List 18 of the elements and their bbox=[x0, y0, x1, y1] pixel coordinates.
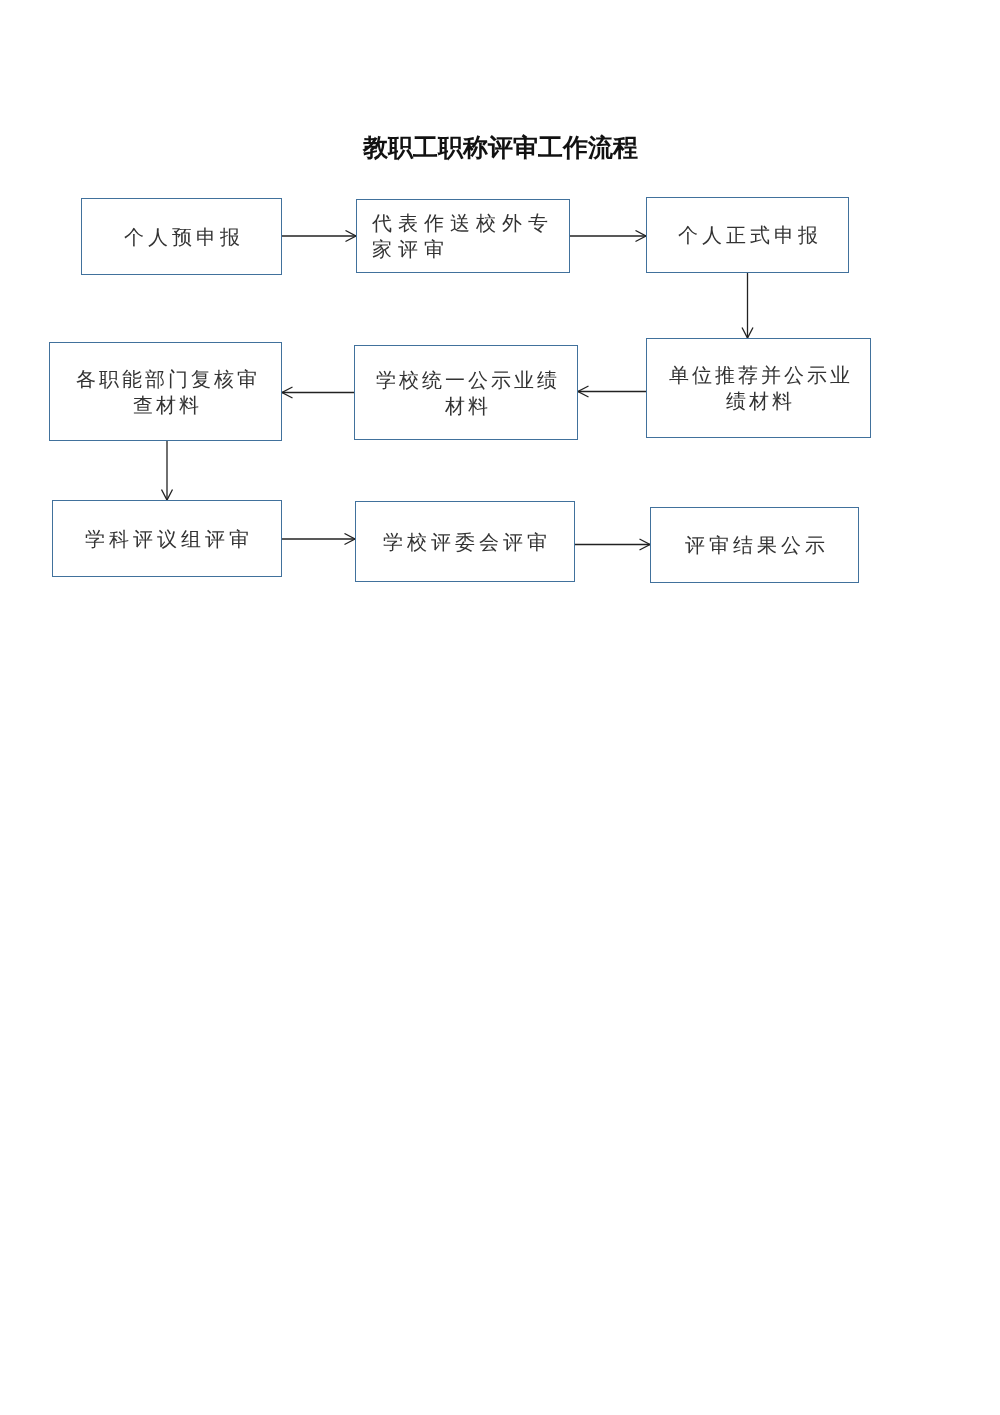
process-box: 学校评委会评审 bbox=[355, 501, 575, 582]
process-box: 评审结果公示 bbox=[650, 507, 859, 583]
process-box: 学校统一公示业绩材料 bbox=[354, 345, 578, 440]
process-box: 个人正式申报 bbox=[646, 197, 849, 273]
arrow bbox=[741, 272, 754, 339]
arrow bbox=[281, 229, 357, 243]
arrow bbox=[577, 385, 647, 398]
title: 教职工职称评审工作流程 bbox=[362, 132, 638, 164]
arrow bbox=[281, 532, 356, 546]
arrow bbox=[574, 538, 651, 551]
process-box: 个人预申报 bbox=[81, 198, 282, 275]
process-box: 学科评议组评审 bbox=[52, 500, 282, 577]
arrow bbox=[281, 386, 355, 399]
process-box: 单位推荐并公示业绩材料 bbox=[646, 338, 871, 438]
arrow bbox=[160, 440, 174, 501]
arrow bbox=[569, 229, 647, 243]
process-box: 代表作送校外专家评审 bbox=[356, 199, 570, 273]
process-box: 各职能部门复核审查材料 bbox=[49, 342, 282, 441]
